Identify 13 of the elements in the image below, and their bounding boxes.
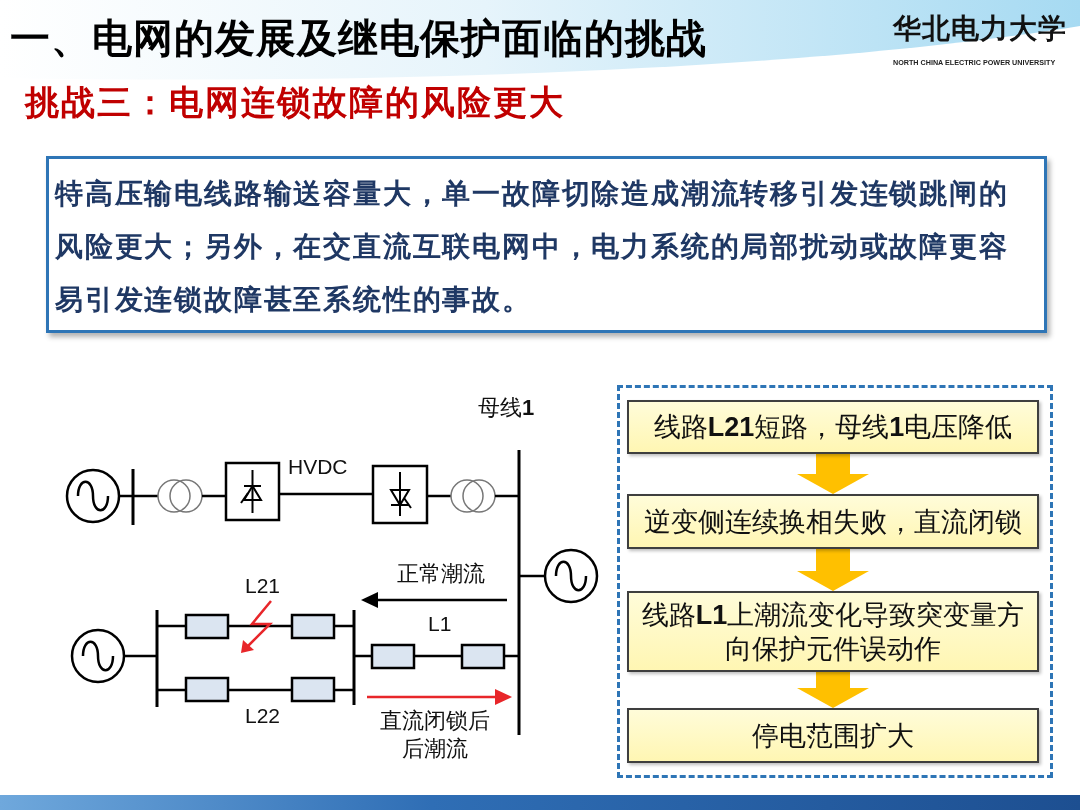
block-arrow (797, 549, 869, 591)
slide-subtitle: 挑战三：电网连锁故障的风险更大 (25, 84, 565, 122)
university-name: 华北电力大学 (893, 14, 1067, 45)
block-arrow (797, 454, 869, 494)
process-box: 逆变侧连续换相失败，直流闭锁 (627, 494, 1039, 549)
block-arrow (797, 672, 869, 708)
summary-panel: 特高压输电线路输送容量大，单一故障切除造成潮流转移引发连锁跳闸的风险更大；另外，在交直流互联电网中，电力系统的局部扰动或故障更容易引发连锁故障甚至系统性的事故。 (46, 156, 1047, 333)
process-box: 停电范围扩大 (627, 708, 1039, 763)
slide-title: 一、电网的发展及继电保护面临的挑战 (10, 14, 707, 62)
dashed-frame (617, 385, 1053, 778)
process-box: 线路L1上潮流变化导致突变量方向保护元件误动作 (627, 591, 1039, 672)
bus-label: 母线1 (478, 396, 535, 421)
process-box: 线路L21短路，母线1电压降低 (627, 400, 1039, 454)
